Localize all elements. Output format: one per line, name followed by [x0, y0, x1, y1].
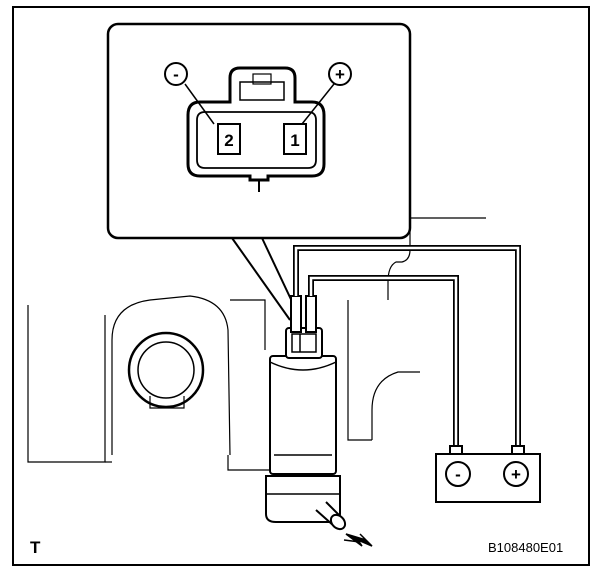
- callout-pointer: [231, 237, 297, 321]
- battery-positive-symbol: +: [511, 465, 521, 484]
- battery-negative-terminal: [445, 461, 471, 487]
- pin-2-label: 2: [224, 131, 233, 150]
- mounting-boss: [127, 331, 205, 409]
- negative-polarity-symbol: -: [173, 65, 179, 84]
- terminal-cavity-2: [217, 123, 241, 155]
- battery-positive-terminal: [503, 461, 529, 487]
- washer-pump: [265, 355, 341, 523]
- test-leads: [293, 245, 521, 446]
- figure-code: B108480E01: [488, 540, 564, 555]
- engine-bracket-outline: [27, 217, 486, 471]
- flow-arrow-icon: [343, 533, 373, 547]
- positive-polarity-circle: [328, 62, 352, 86]
- connector-callout-box: [106, 22, 412, 240]
- battery-negative-symbol: -: [455, 465, 461, 484]
- pump-terminals: [290, 295, 317, 333]
- negative-polarity-circle: [164, 62, 188, 86]
- terminal-cavity-1: [283, 123, 307, 155]
- positive-polarity-symbol: +: [335, 65, 345, 84]
- polarity-leaders: [184, 83, 335, 125]
- pump-connector: [285, 327, 323, 359]
- pin-1-label: 1: [290, 131, 299, 150]
- diagram-frame: [12, 6, 590, 566]
- connector-face: [186, 66, 326, 192]
- corner-mark: T: [30, 538, 41, 557]
- pump-outlet-nozzle: [315, 501, 347, 531]
